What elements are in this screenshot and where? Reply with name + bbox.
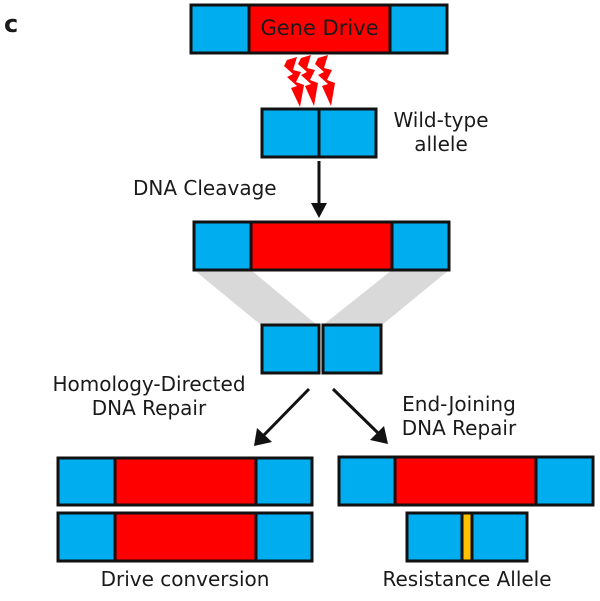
drive-conversion-construct-2	[56, 511, 314, 563]
segment-outline	[260, 323, 321, 375]
homology-arm	[262, 325, 319, 373]
ej-label-line1: End-Joining	[402, 392, 516, 416]
arrow-head	[254, 428, 272, 446]
segment-outline	[189, 3, 449, 55]
drive-conversion-construct-1	[56, 456, 314, 507]
end-joining-drive-construct	[337, 455, 595, 507]
wild-type-label-line2: allele	[414, 132, 468, 156]
drive-conversion-label: Drive conversion	[100, 567, 270, 591]
ej-label: End-Joining DNA Repair	[384, 392, 534, 440]
cleaved-allele	[260, 323, 383, 375]
gene-drive-label: Gene Drive	[260, 16, 379, 40]
gene-drive-segment	[115, 513, 256, 561]
hdr-label-line1: Homology-Directed	[52, 372, 246, 396]
arrow-head	[311, 203, 327, 218]
segment-outline	[56, 456, 314, 507]
aligned-gene-drive-construct	[192, 220, 451, 272]
segment-outline	[405, 511, 529, 563]
homology-arm	[536, 457, 593, 505]
indel-mutation	[462, 513, 472, 561]
homology-arm	[194, 222, 251, 270]
lightning-bolt	[315, 55, 335, 106]
homology-arm	[323, 325, 381, 373]
projection-left	[194, 270, 317, 325]
resistance-allele-construct	[405, 511, 529, 563]
homology-arm	[58, 513, 115, 561]
resistance-allele-label: Resistance Allele	[382, 567, 552, 591]
gene-drive-segment	[115, 458, 256, 505]
wild-type-allele	[260, 107, 378, 159]
homology-arm	[256, 458, 312, 505]
lightning-bolt	[284, 57, 304, 107]
homology-arm	[191, 5, 249, 53]
homology-arm	[392, 222, 449, 270]
cleavage-label: DNA Cleavage	[133, 176, 277, 200]
homology-arm	[390, 5, 447, 53]
projection-right	[323, 270, 449, 325]
gene-drive-segment	[251, 222, 392, 270]
panel-label: c	[4, 10, 19, 38]
arrow-icon-hdr	[254, 387, 311, 446]
segment-outline	[56, 511, 314, 563]
arrow-shaft	[262, 387, 311, 437]
homology-arm	[339, 457, 395, 505]
arrow-icon	[311, 161, 327, 218]
gene-drive-construct	[189, 3, 449, 55]
hdr-label-line2: DNA Repair	[91, 396, 207, 420]
wild-type-label: Wild-type allele	[386, 108, 496, 156]
lightning-bolt	[298, 55, 318, 106]
ej-label-line2: DNA Repair	[401, 416, 517, 440]
arrow-shaft	[331, 387, 380, 435]
gene-drive-segment	[395, 457, 536, 505]
homology-arm	[58, 458, 115, 505]
arrow-head	[370, 426, 388, 444]
segment-outline	[337, 455, 595, 507]
segment-outline	[192, 220, 451, 272]
lightning-bolt-icon	[284, 55, 335, 107]
wild-type-label-line1: Wild-type	[393, 108, 489, 132]
hdr-label: Homology-Directed DNA Repair	[30, 372, 268, 420]
gene-drive-segment	[249, 5, 390, 53]
homology-arm	[256, 513, 312, 561]
segment-outline	[321, 323, 383, 375]
arrow-icon-ej	[331, 387, 388, 444]
